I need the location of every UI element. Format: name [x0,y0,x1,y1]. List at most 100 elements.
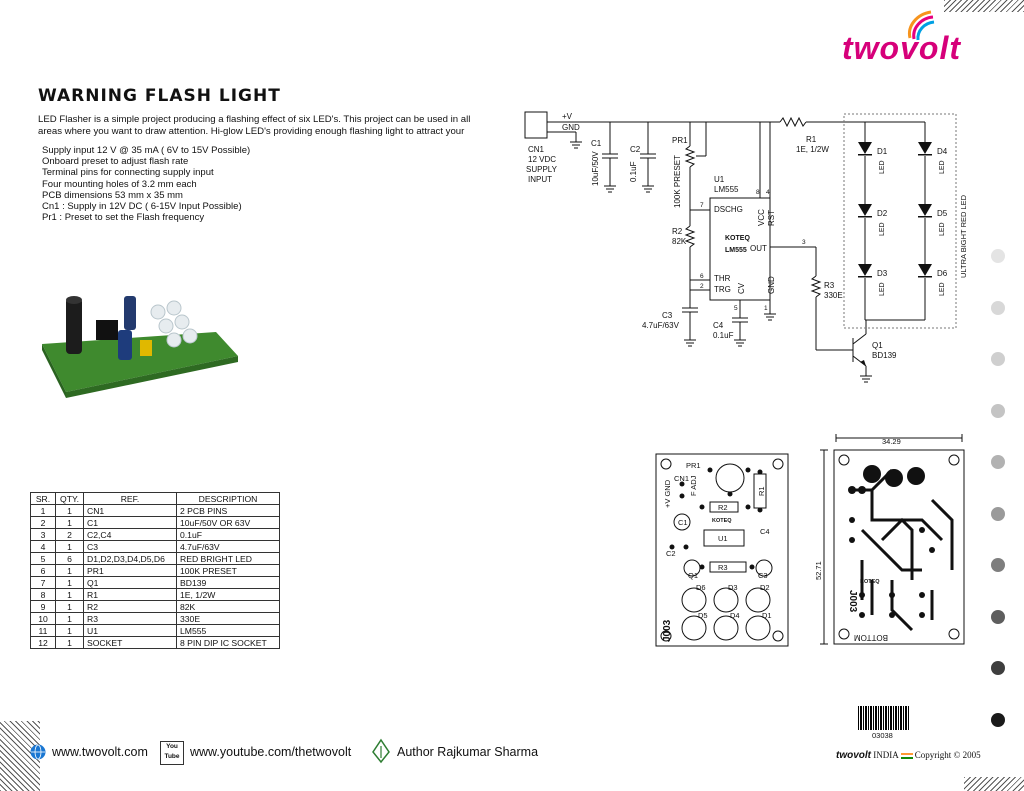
pin-8: 8 [756,189,760,196]
pcb-label-d4: D4 [730,611,740,620]
label-d6: D6 [937,269,948,278]
cell: 330E [176,612,280,625]
website-link[interactable]: www.twovolt.com [52,745,148,759]
youtube-link[interactable]: www.youtube.com/thetwovolt [190,745,352,759]
author-credit: Author Rajkumar Sharma [397,745,539,759]
col-header: DESCRIPTION [176,492,280,505]
label-c4: C4 [713,321,724,330]
cell: 2 PCB PINS [176,504,280,517]
cell: 1 [55,576,84,589]
cell: 12 [30,636,56,649]
cell: 1 [55,624,84,637]
brand-swirl-icon [907,10,935,41]
dot [991,712,1005,727]
table-header-row: SR. QTY. REF. DESCRIPTION [30,492,280,505]
pcb-label-r1: R1 [757,486,766,496]
cell: 1 [55,612,84,625]
pin-2: 2 [700,283,704,290]
cell: 10 [30,612,56,625]
youtube-icon-text: You Tube [164,743,180,760]
label-r3: R3 [824,281,835,290]
pin-3: 3 [802,239,806,246]
pcb-bottom-layer: 34.29 52.71 KOTEQ J003 BOTTOM [814,434,965,645]
feature-list: Supply input 12 V @ 35 mA ( 6V to 15V Po… [42,145,250,223]
label-r2: R2 [672,227,683,236]
label-r3-value: 330E [824,291,843,300]
cell: SOCKET [83,636,177,649]
ic-part: LM555 [725,247,747,254]
pin-6: 6 [700,273,704,280]
cell: U1 [83,624,177,637]
dot [991,249,1005,263]
label-d4: D4 [937,147,948,156]
pcb-dim-height: 52.71 [814,561,823,580]
copyright-country: INDIA [873,750,899,760]
label-ultra-bright: ULTRA BIGHT RED LED [959,194,968,278]
youtube-icon: You Tube [160,741,184,765]
cell: 1 [55,636,84,649]
barcode [858,706,910,730]
cell: Q1 [83,576,177,589]
label-cv: CV [737,282,746,294]
label-c3: C3 [662,311,673,320]
cell: RED BRIGHT LED [176,552,280,565]
label-supply: SUPPLY [526,165,558,174]
pcb-bottom-logo: KOTEQ [860,579,880,585]
pcb-label-c2: C2 [666,549,676,558]
cell: 1 [55,600,84,613]
cell: 100K PRESET [176,564,280,577]
cell: CN1 [83,504,177,517]
label-vplus: +V [562,112,573,121]
pen-nib-icon [372,738,390,764]
pcb-label-q1: Q1 [688,571,698,580]
cell: 1 [55,564,84,577]
pcb-label-r2: R2 [718,503,728,512]
label-c1-value: 10uF/50V [591,151,600,186]
cell: LM555 [176,624,280,637]
cell: 4 [30,540,56,553]
label-out: OUT [750,244,767,253]
label-d5: D5 [937,209,948,218]
label-c3-value: 4.7uF/63V [642,321,680,330]
feature-item: Pr1 : Preset to set the Flash frequency [42,212,205,224]
pcb-label-c4: C4 [760,527,770,536]
cell: PR1 [83,564,177,577]
pcb-label-c1: C1 [678,518,688,527]
cell: 1E, 1/2W [176,588,280,601]
dot [991,506,1005,521]
corner-hatch-bottom-right [964,777,1024,791]
cell: 2 [55,528,84,541]
cell: 2 [30,516,56,529]
label-q1: Q1 [872,341,883,350]
label-pr1: PR1 [672,136,688,145]
feature-item: Supply input 12 V @ 35 mA ( 6V to 15V Po… [42,145,251,156]
cell: 3 [30,528,56,541]
decorative-dots [991,249,1005,764]
dot [991,352,1005,366]
cell: 7 [30,576,56,589]
page-title: WARNING FLASH LIGHT [38,86,281,106]
pcb-component-layout: PR1 F ADJ CN1 +V GND R1 R2 R3 C1 C2 C3 C… [655,453,789,647]
pcb-label-d2: D2 [760,583,770,592]
copyright-brand: twovolt [836,750,871,761]
cell: BD139 [176,576,280,589]
intro-line: LED Flasher is a simple project producin… [38,114,471,125]
cell: 8 PIN DIP IC SOCKET [176,636,280,649]
cell: 5 [30,552,56,565]
led-label: LED [939,160,946,174]
label-gnd: GND [562,123,580,132]
label-input: INPUT [528,175,552,184]
cell: 4.7uF/63V [176,540,280,553]
intro-line: areas where you want to draw attention. … [38,126,465,137]
pcb-label-d6: D6 [696,583,706,592]
feature-item: Terminal pins for connecting supply inpu… [42,167,214,179]
cell: 1 [55,588,84,601]
